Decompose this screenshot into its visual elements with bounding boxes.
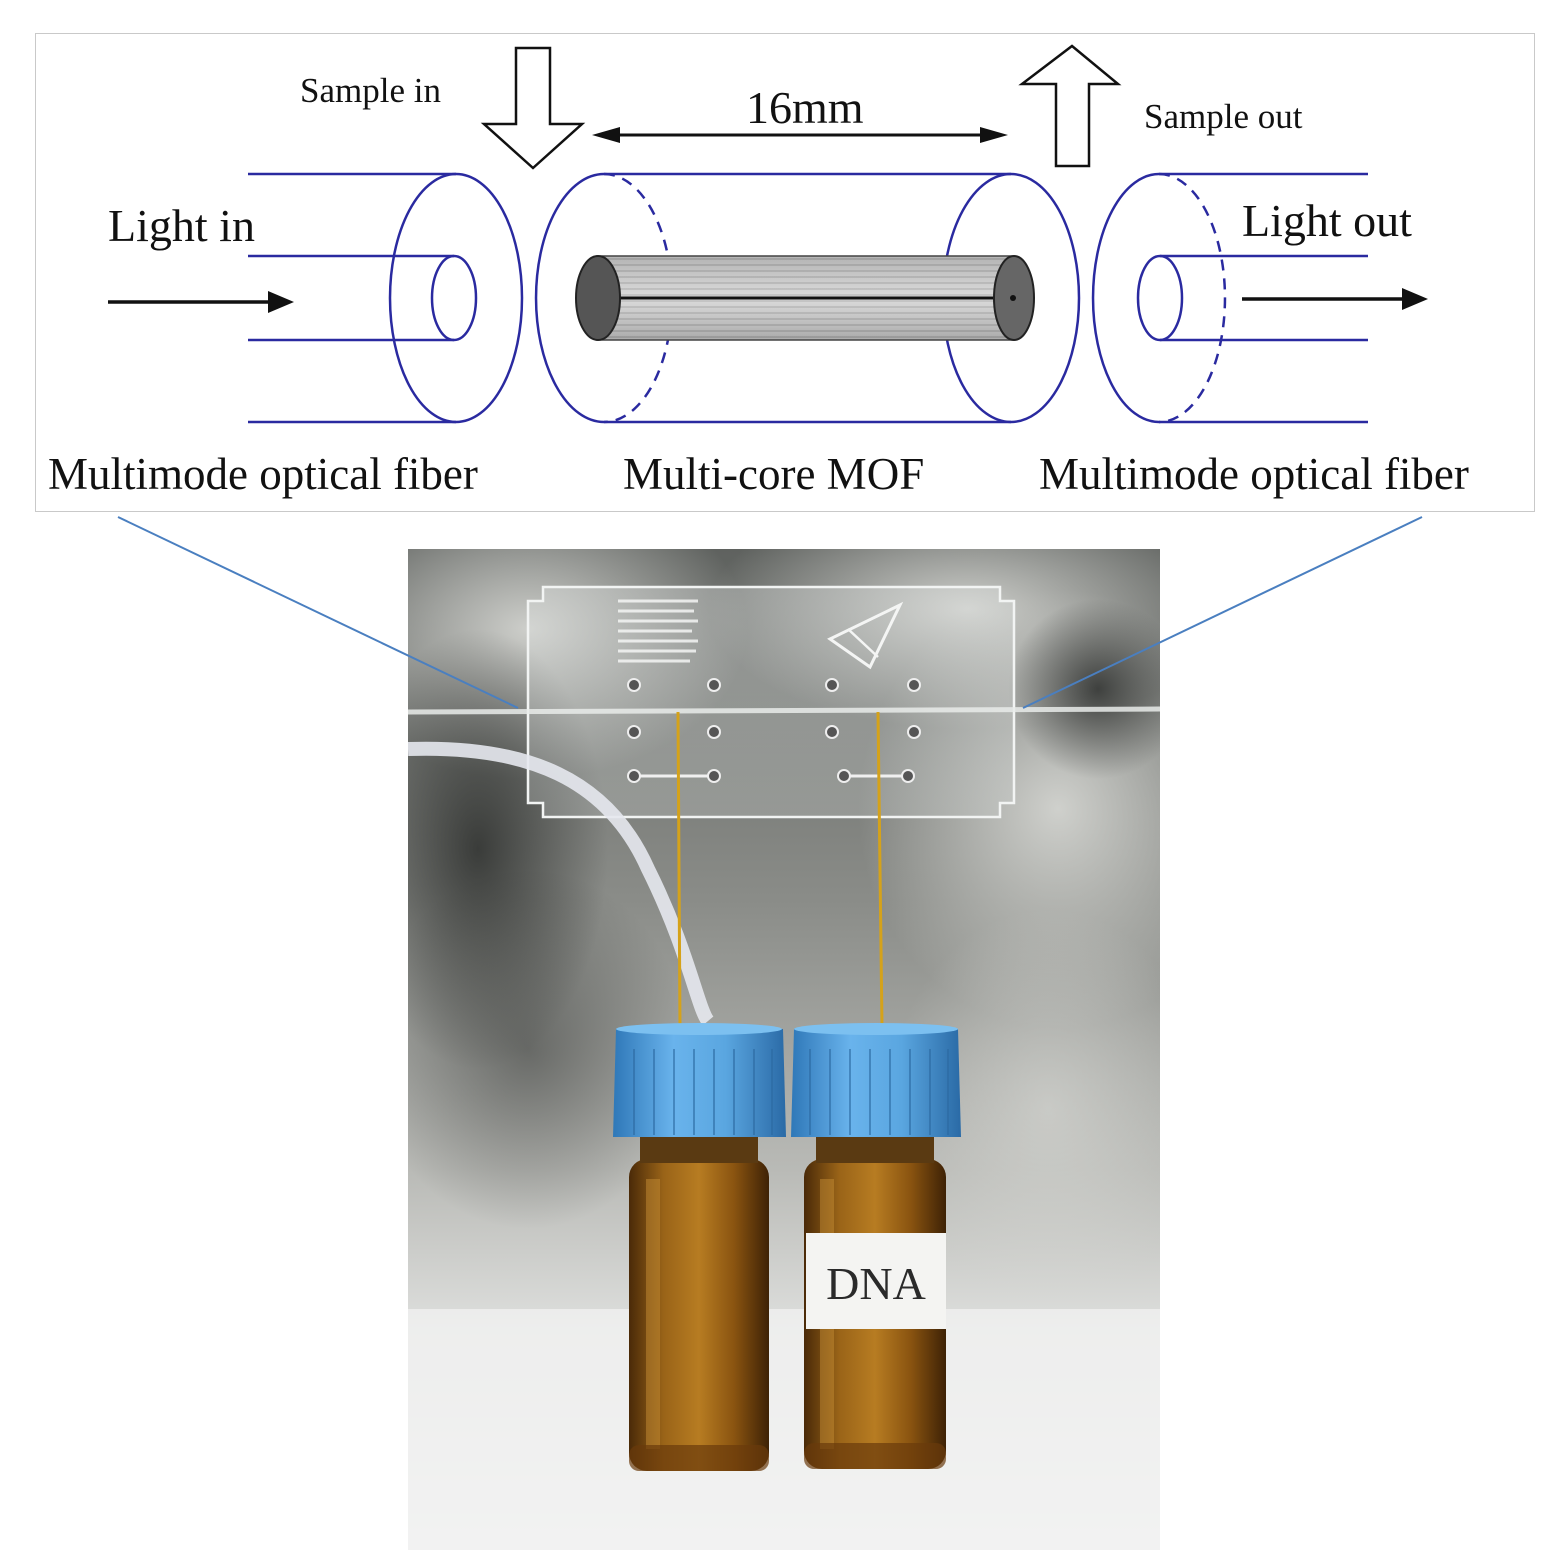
sample-in-arrow xyxy=(480,46,586,170)
light-in-arrow xyxy=(108,291,294,313)
schematic-svg: Sample in 16mm Sample out Light in Light… xyxy=(48,44,1469,499)
right-fiber-label: Multimode optical fiber xyxy=(1039,449,1469,499)
length-label: 16mm xyxy=(746,82,864,133)
chip-logo-icon xyxy=(827,601,904,670)
sample-out-arrow xyxy=(1018,44,1122,168)
right-multimode-fiber xyxy=(1091,172,1368,424)
length-dimension-arrow xyxy=(592,127,1008,143)
vial-right: DNA xyxy=(791,1023,961,1469)
multi-core-mof xyxy=(534,172,1081,424)
left-fiber-label: Multimode optical fiber xyxy=(48,449,478,499)
vial-left xyxy=(613,1023,786,1471)
schematic-panel: Sample in 16mm Sample out Light in Light… xyxy=(35,33,1535,512)
sample-tube xyxy=(408,741,714,1026)
device-photo: DNA xyxy=(408,549,1160,1550)
microfluidic-chip xyxy=(526,585,1016,819)
capillary-right xyxy=(876,711,884,1028)
light-out-label: Light out xyxy=(1242,195,1412,246)
light-out-arrow xyxy=(1242,288,1428,310)
vial-label xyxy=(806,1233,946,1329)
left-multimode-fiber xyxy=(248,172,524,424)
optical-fiber-line xyxy=(408,706,1160,715)
sample-out-label: Sample out xyxy=(1144,97,1303,136)
center-mof-label: Multi-core MOF xyxy=(623,449,924,499)
light-in-label: Light in xyxy=(108,200,255,251)
sample-in-label: Sample in xyxy=(300,71,441,110)
vial-right-cap xyxy=(791,1029,961,1137)
vial-left-cap xyxy=(613,1029,786,1137)
capillary-left xyxy=(676,711,682,1028)
photo-svg: DNA xyxy=(408,549,1160,1550)
vial-label-text: DNA xyxy=(826,1258,926,1309)
